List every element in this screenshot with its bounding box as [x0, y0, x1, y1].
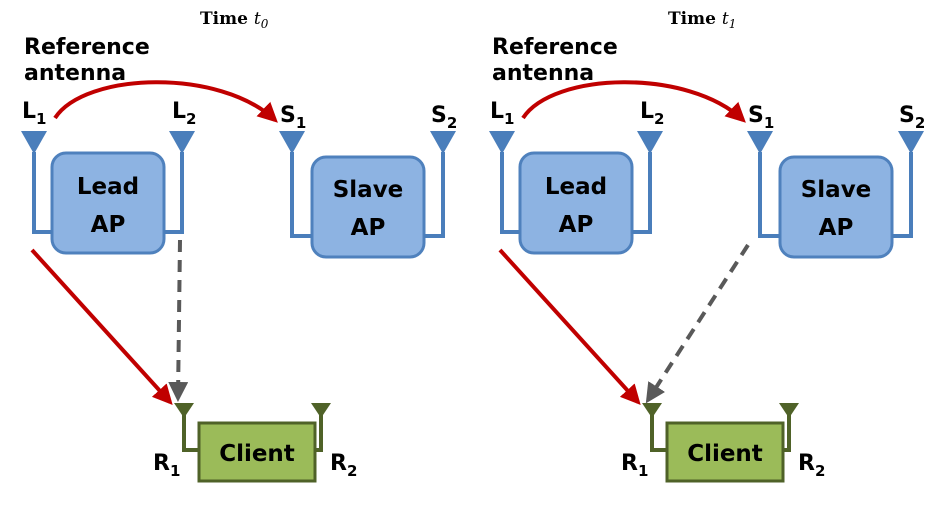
slave-ap-box: [778, 155, 894, 259]
antenna-l2: [632, 131, 663, 234]
antenna-label-s2: S2: [431, 103, 457, 132]
slave-ap-label-line2: AP: [351, 215, 386, 241]
lead-ap-label-line1: Lead: [545, 174, 607, 200]
antenna-r2: [311, 403, 331, 452]
lead-ap-box: [50, 151, 166, 255]
lead-ap-box: [518, 151, 634, 255]
antenna-s1: [279, 131, 312, 238]
antenna-s1: [747, 131, 780, 238]
lead-ap-label-line2: AP: [91, 212, 126, 238]
lead-ap-label-line2: AP: [559, 212, 594, 238]
antenna-label-s1: S1: [280, 103, 306, 132]
antenna-r2: [779, 403, 799, 452]
dashed-channel-arrow: [645, 243, 750, 404]
antenna-label-r2: R2: [330, 451, 357, 480]
antenna-label-r1: R1: [621, 451, 648, 480]
reference-arrow-to-slave: [53, 80, 278, 123]
slave-ap-label-line2: AP: [819, 215, 854, 241]
panel-time-t0: Time t0 Reference antenna Lead AP Slave …: [21, 9, 457, 483]
antenna-r1: [174, 403, 199, 452]
lead-ap-label-line1: Lead: [77, 174, 139, 200]
slave-ap-label-line1: Slave: [333, 177, 404, 203]
reference-arrow-to-slave: [521, 80, 746, 123]
antenna-r1: [642, 403, 667, 452]
reference-arrow-to-client: [498, 248, 641, 405]
antenna-label-l2: L2: [172, 99, 196, 128]
panel-title: Time t0: [200, 9, 269, 31]
slave-ap-label-line1: Slave: [801, 177, 872, 203]
client-label: Client: [687, 441, 763, 467]
antenna-l2: [164, 131, 195, 234]
reference-label-line2: antenna: [24, 61, 126, 86]
antenna-label-r2: R2: [798, 451, 825, 480]
antenna-label-l1: L1: [22, 99, 46, 128]
antenna-label-r1: R1: [153, 451, 180, 480]
antenna-l1: [489, 131, 520, 234]
antenna-label-s1: S1: [748, 103, 774, 132]
antenna-label-l2: L2: [640, 99, 664, 128]
antenna-label-s2: S2: [899, 103, 925, 132]
reference-label-line2: antenna: [492, 61, 594, 86]
panel-time-t1: Time t1 Reference antenna Lead AP Slave …: [489, 9, 925, 483]
reference-label-line1: Reference: [492, 35, 618, 60]
client-label: Client: [219, 441, 295, 467]
antenna-label-l1: L1: [490, 99, 514, 128]
dashed-channel-arrow: [168, 239, 189, 402]
reference-label-line1: Reference: [24, 35, 150, 60]
antenna-s2: [892, 131, 924, 238]
antenna-l1: [21, 131, 52, 234]
slave-ap-box: [310, 155, 426, 259]
antenna-s2: [424, 131, 456, 238]
reference-arrow-to-client: [30, 248, 173, 405]
panel-title: Time t1: [668, 9, 736, 31]
